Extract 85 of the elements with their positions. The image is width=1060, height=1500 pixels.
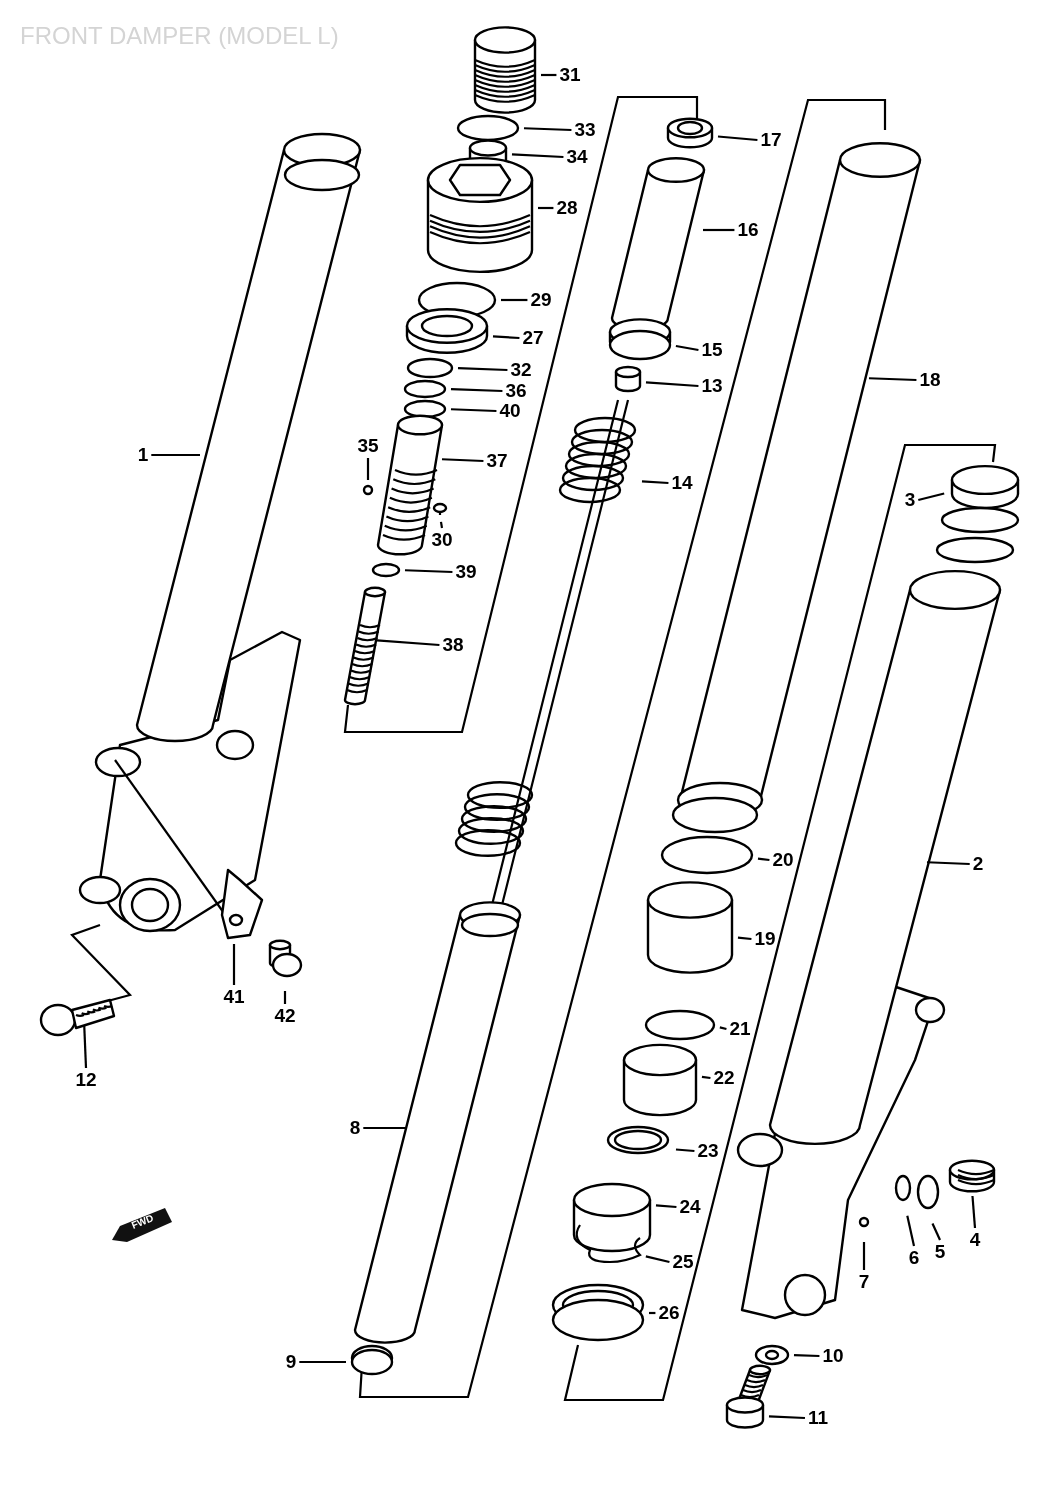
callout-number: 5 [934,1242,946,1262]
callout-number: 23 [697,1141,719,1161]
leader-line [649,1311,656,1315]
callout-number: 6 [908,1248,920,1268]
leader-line [906,1215,916,1247]
leader-line [366,458,370,480]
callout-number: 39 [455,562,477,582]
leader-line [868,377,917,382]
callout-number: 4 [969,1230,981,1250]
direction-label: FWD [129,1212,155,1231]
callout-number: 17 [760,130,782,150]
callout-number: 12 [75,1070,97,1090]
callout-number: 25 [672,1252,694,1272]
leader-line [538,206,554,210]
leader-line [737,936,752,941]
callout-number: 34 [566,147,588,167]
callout-number: 1 [137,445,149,465]
leader-line [501,298,528,302]
callout-number: 18 [919,370,941,390]
leader-line [675,344,699,352]
leader-line [439,521,444,529]
callout-number: 32 [510,360,532,380]
leader-line [511,153,564,159]
callout-number: 16 [737,220,759,240]
callout-number: 14 [671,473,693,493]
callout-number: 40 [499,401,521,421]
leader-line [701,1075,711,1080]
leader-line [641,480,669,485]
leader-line [299,1360,346,1364]
leader-line [523,127,572,132]
leader-line [918,492,945,502]
callout-number: 42 [274,1006,296,1026]
leader-line [931,1223,941,1241]
callout-number: 19 [754,929,776,949]
leader-line [450,388,503,393]
leader-line [441,458,484,463]
leader-line [645,1255,670,1264]
callout-number: 41 [223,987,245,1007]
leader-line [793,1354,820,1358]
callout-number: 21 [729,1019,751,1039]
leader-line [768,1415,805,1420]
leader-line [376,639,440,647]
leader-line [655,1204,677,1209]
leader-line [283,991,287,1004]
leader-line [703,228,735,232]
leader-line [404,569,453,574]
leader-line [492,335,520,340]
leader-line [645,381,699,388]
callout-number: 38 [442,635,464,655]
leader-line [457,367,508,372]
callout-number: 10 [822,1346,844,1366]
callout-number: 15 [701,340,723,360]
leader-line [232,944,236,985]
leader-line [719,1026,727,1031]
callout-number: 35 [357,436,379,456]
leader-line [363,1126,406,1130]
callout-number: 20 [772,850,794,870]
leader-line [926,861,970,866]
leader-line [717,135,758,142]
leader-line [862,1242,866,1270]
callout-number: 26 [658,1303,680,1323]
callout-number: 2 [972,854,984,874]
callout-number: 37 [486,451,508,471]
callout-number: 36 [505,381,527,401]
callout-number: 13 [701,376,723,396]
leader-line [675,1148,695,1153]
callout-number: 31 [559,65,581,85]
leader-line [151,453,200,457]
callout-number: 3 [904,490,916,510]
callout-number: 27 [522,328,544,348]
callout-number: 8 [349,1118,361,1138]
callout-number: 33 [574,120,596,140]
callout-number: 30 [431,530,453,550]
leader-line [757,857,770,862]
leader-line [971,1195,977,1229]
callout-number: 11 [807,1408,829,1428]
callout-number: 28 [556,198,578,218]
leader-line [83,1025,88,1069]
leader-line [541,73,557,77]
callout-number: 29 [530,290,552,310]
callout-number: 24 [679,1197,701,1217]
callout-number: 22 [713,1068,735,1088]
callout-number: 9 [285,1352,297,1372]
leader-line [450,408,497,413]
callout-number: 7 [858,1272,870,1292]
